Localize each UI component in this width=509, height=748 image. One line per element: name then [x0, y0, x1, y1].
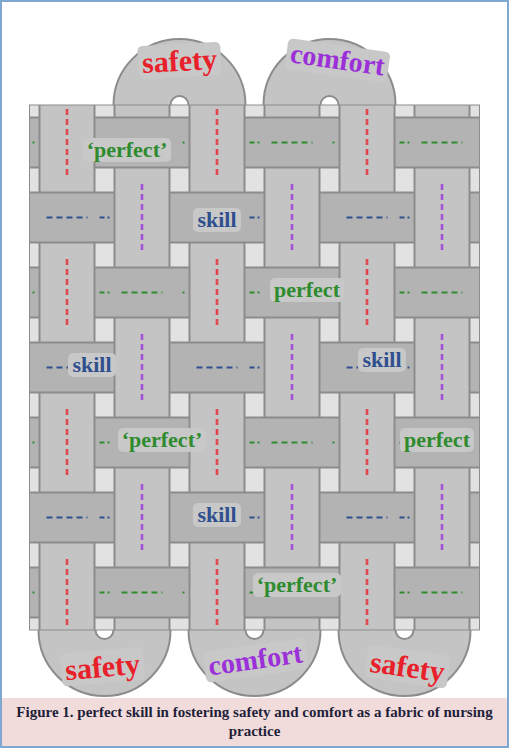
fabric-label: skill: [193, 208, 240, 232]
fabric-label: skill: [68, 353, 115, 377]
fabric-label: perfect: [270, 278, 344, 302]
fabric-label: skill: [358, 348, 405, 372]
figure-caption: Figure 1. perfect skill in fostering saf…: [12, 703, 497, 742]
fabric-label: ‘perfect’: [83, 138, 172, 162]
fabric-label: skill: [193, 503, 240, 527]
fabric-label: ‘perfect’: [118, 428, 207, 452]
fabric-label: safety: [137, 41, 222, 78]
fabric-label: ‘perfect’: [253, 573, 342, 597]
fabric-label: perfect: [400, 428, 474, 452]
fabric-label: safety: [59, 646, 145, 686]
